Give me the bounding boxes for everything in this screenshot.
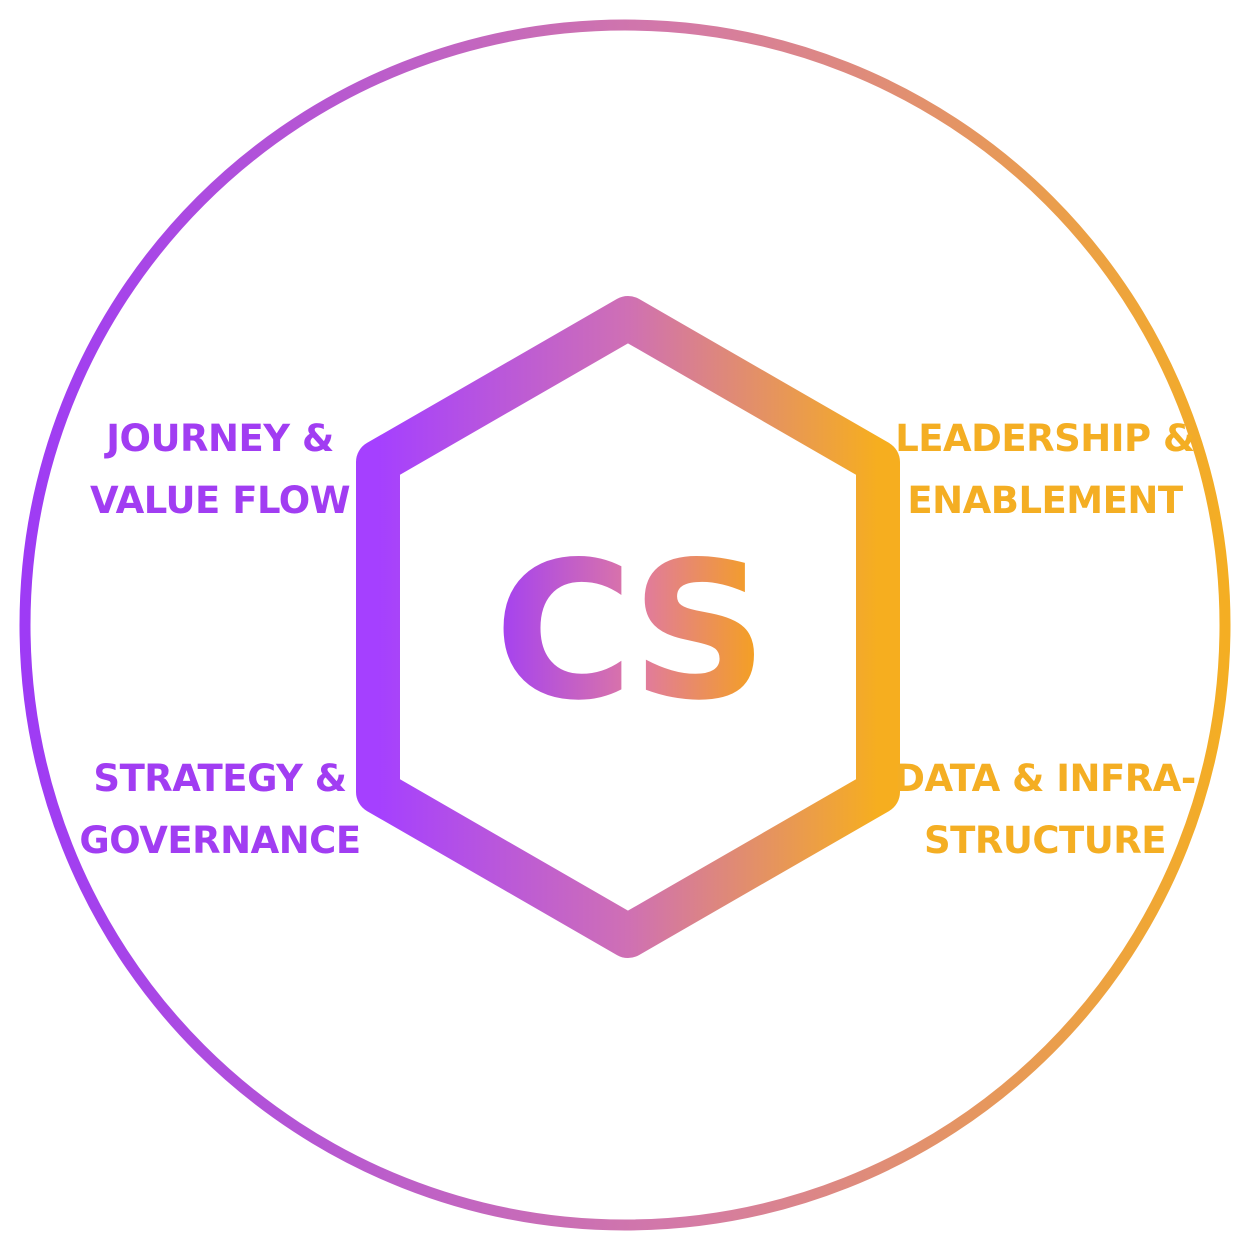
label-line: VALUE FLOW — [89, 479, 351, 522]
label-strategy-governance: STRATEGY & GOVERNANCE — [70, 748, 370, 872]
label-line: LEADERSHIP & — [895, 417, 1195, 460]
label-journey-value-flow: JOURNEY & VALUE FLOW — [70, 408, 370, 532]
logo-monogram: CS — [494, 521, 762, 742]
label-line: DATA & INFRA- — [894, 757, 1196, 800]
label-line: STRUCTURE — [923, 819, 1167, 862]
label-line: STRATEGY & — [93, 757, 347, 800]
label-data-infrastructure: DATA & INFRA- STRUCTURE — [890, 748, 1200, 872]
label-line: GOVERNANCE — [79, 819, 361, 862]
label-line: ENABLEMENT — [907, 479, 1183, 522]
label-leadership-enablement: LEADERSHIP & ENABLEMENT — [890, 408, 1200, 532]
outer-ring — [19, 19, 1231, 1231]
center-hexagon — [356, 296, 900, 958]
label-line: JOURNEY & — [106, 417, 334, 460]
